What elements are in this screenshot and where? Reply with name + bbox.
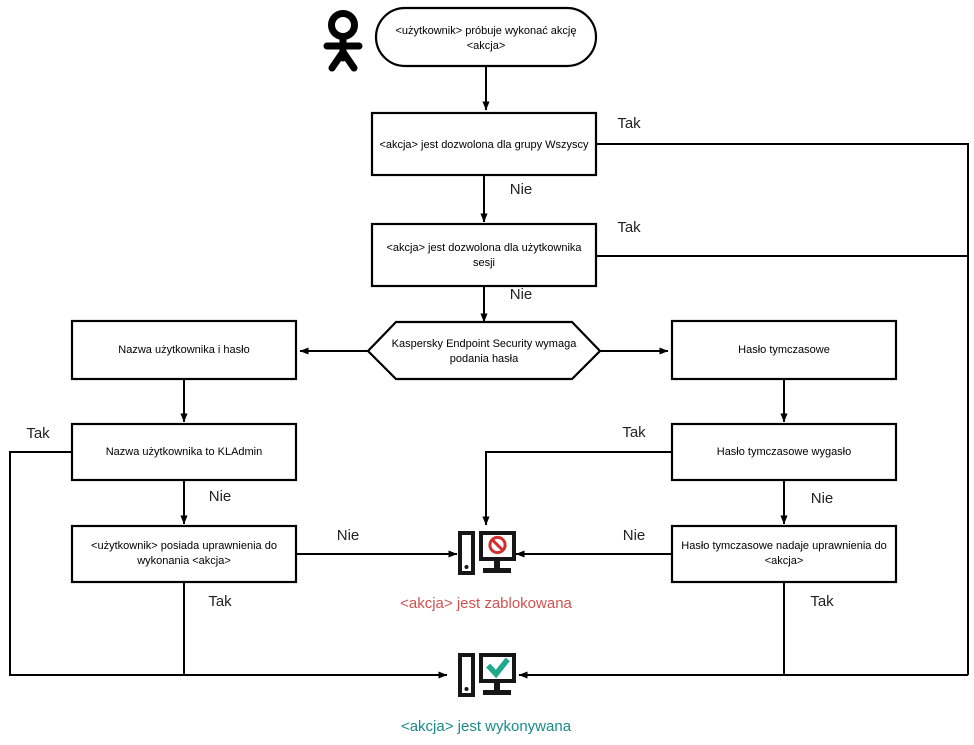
outcome-allowed-label: <akcja> jest wykonywana bbox=[401, 718, 572, 735]
node-user-has-permissions-line2: wykonania <akcja> bbox=[136, 555, 231, 567]
node-temp-password-grants-permissions: Hasło tymczasowe nadaje uprawnienia do <… bbox=[670, 524, 898, 584]
edge-label-yes-kladmin: Tak bbox=[26, 425, 50, 442]
node-username-and-password-label: Nazwa użytkownika i hasło bbox=[118, 344, 249, 356]
node-user-has-permissions: <użytkownik> posiada uprawnienia do wyko… bbox=[70, 524, 298, 584]
edge-label-no-expired: Nie bbox=[811, 490, 834, 507]
node-username-and-password: Nazwa użytkownika i hasło bbox=[70, 319, 298, 381]
node-temporary-password-expired: Hasło tymczasowe wygasło bbox=[670, 422, 898, 482]
computer-allowed-icon bbox=[458, 653, 516, 697]
edge-label-yes-permissions: Tak bbox=[208, 593, 232, 610]
node-session-user-line2: sesji bbox=[473, 257, 495, 269]
node-requires-password-line1: Kaspersky Endpoint Security wymaga bbox=[392, 338, 578, 350]
node-start-line2: <akcja> bbox=[467, 40, 506, 52]
outcome-blocked-label: <akcja> jest zablokowana bbox=[400, 595, 572, 612]
edge-label-no-grants: Nie bbox=[623, 527, 646, 544]
node-temp-grants-line2: <akcja> bbox=[765, 555, 804, 567]
node-allowed-for-session-user: <akcja> jest dozwolona dla użytkownika s… bbox=[370, 222, 598, 288]
edge-expired-yes-to-blocked bbox=[482, 451, 672, 526]
node-temp-grants-line1: Hasło tymczasowe nadaje uprawnienia do bbox=[681, 540, 886, 552]
node-start-line1: <użytkownik> próbuje wykonać akcję bbox=[396, 25, 577, 37]
edge-label-no-1: Nie bbox=[510, 181, 533, 198]
node-user-has-permissions-line1: <użytkownik> posiada uprawnienia do bbox=[91, 540, 277, 552]
edge-label-yes-2: Tak bbox=[617, 219, 641, 236]
edge-label-yes-expired: Tak bbox=[622, 424, 646, 441]
edge-allowed-for-all-yes bbox=[596, 143, 969, 675]
node-allowed-for-all-label: <akcja> jest dozwolona dla grupy Wszyscy bbox=[379, 139, 589, 151]
edge-label-yes-1: Tak bbox=[617, 115, 641, 132]
edge-label-no-kladmin: Nie bbox=[209, 488, 232, 505]
edge-label-yes-grants: Tak bbox=[810, 593, 834, 610]
node-temporary-password-expired-label: Hasło tymczasowe wygasło bbox=[717, 446, 852, 458]
user-actor-icon bbox=[323, 10, 363, 72]
edge-label-no-2: Nie bbox=[510, 286, 533, 303]
node-username-is-kladmin-label: Nazwa użytkownika to KLAdmin bbox=[106, 446, 263, 458]
node-start: <użytkownik> próbuje wykonać akcję <akcj… bbox=[374, 6, 598, 68]
computer-blocked-icon bbox=[458, 531, 516, 575]
node-requires-password: Kaspersky Endpoint Security wymaga podan… bbox=[366, 320, 602, 381]
node-username-is-kladmin: Nazwa użytkownika to KLAdmin bbox=[70, 422, 298, 482]
node-session-user-line1: <akcja> jest dozwolona dla użytkownika bbox=[386, 242, 582, 254]
node-temporary-password: Hasło tymczasowe bbox=[670, 319, 898, 381]
edge-label-no-permissions: Nie bbox=[337, 527, 360, 544]
node-temporary-password-label: Hasło tymczasowe bbox=[738, 344, 830, 356]
node-requires-password-line2: podania hasła bbox=[450, 353, 519, 365]
node-allowed-for-all: <akcja> jest dozwolona dla grupy Wszyscy bbox=[370, 111, 598, 177]
